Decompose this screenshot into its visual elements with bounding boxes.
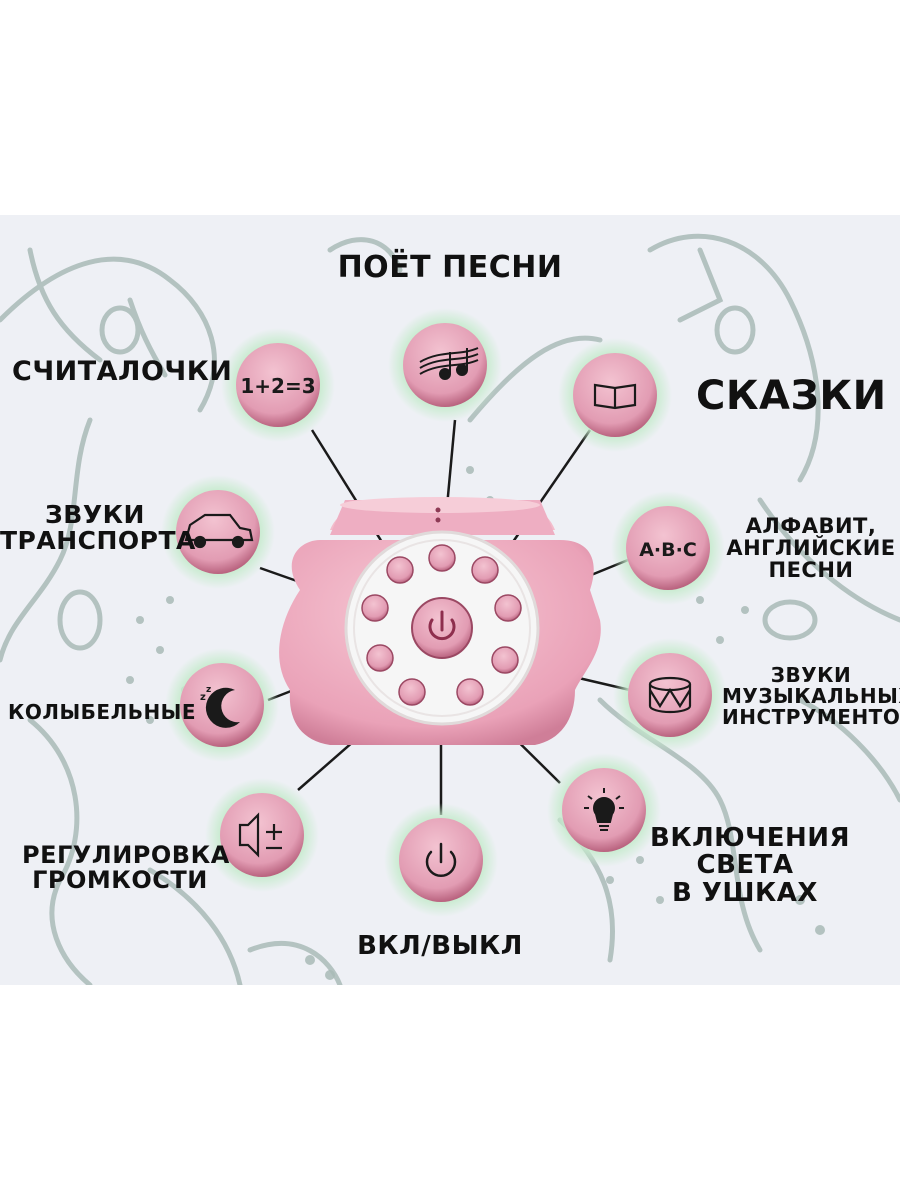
product-feature-panel: 1+2=3 xyxy=(0,215,900,985)
label-light: ВКЛЮЧЕНИЯ СВЕТА В УШКАХ xyxy=(650,823,850,908)
car-button xyxy=(161,475,275,589)
power-icon xyxy=(425,842,457,878)
toy-projector xyxy=(279,497,601,745)
volume-icon xyxy=(238,812,282,858)
feature-diagram: 1+2=3 xyxy=(0,233,900,985)
music-notes-icon xyxy=(419,347,479,380)
car-icon xyxy=(184,513,254,549)
svg-text:z: z xyxy=(206,685,211,695)
label-counting: СЧИТАЛОЧКИ xyxy=(12,356,233,387)
label-alphabet: АЛФАВИТ, АНГЛИЙСКИЕ ПЕСНИ xyxy=(726,514,896,583)
moon-button: z z xyxy=(165,648,279,762)
book-icon xyxy=(593,383,637,410)
music-notes-button xyxy=(388,308,502,422)
book-button xyxy=(558,338,672,452)
moon-icon: z z xyxy=(200,685,240,728)
power-button xyxy=(384,803,498,917)
background-doodles xyxy=(0,233,900,985)
lightbulb-button xyxy=(547,753,661,867)
abc-icon: A·B·C xyxy=(639,539,697,561)
label-volume: РЕГУЛИРОВКА ГРОМКОСТИ xyxy=(22,841,230,895)
label-lullabies: КОЛЫБЕЛЬНЫЕ xyxy=(8,700,197,724)
label-instruments: ЗВУКИ МУЗЫКАЛЬНЫХ ИНСТРУМЕНТОВ xyxy=(722,663,900,729)
volume-button xyxy=(205,778,319,892)
lightbulb-icon xyxy=(584,788,624,831)
label-power: ВКЛ/ВЫКЛ xyxy=(357,931,523,961)
drum-icon xyxy=(648,676,692,714)
label-tales: СКАЗКИ xyxy=(696,373,887,419)
label-transport: ЗВУКИ ТРАНСПОРТА xyxy=(0,500,196,556)
svg-text:z: z xyxy=(200,692,206,703)
numbers-icon: 1+2=3 xyxy=(240,374,315,398)
numbers-button: 1+2=3 xyxy=(221,328,335,442)
drum-button xyxy=(613,638,727,752)
abc-button: A·B·C xyxy=(611,491,725,605)
label-songs: ПОЁТ ПЕСНИ xyxy=(337,250,563,285)
feature-buttons: 1+2=3 xyxy=(161,308,727,917)
